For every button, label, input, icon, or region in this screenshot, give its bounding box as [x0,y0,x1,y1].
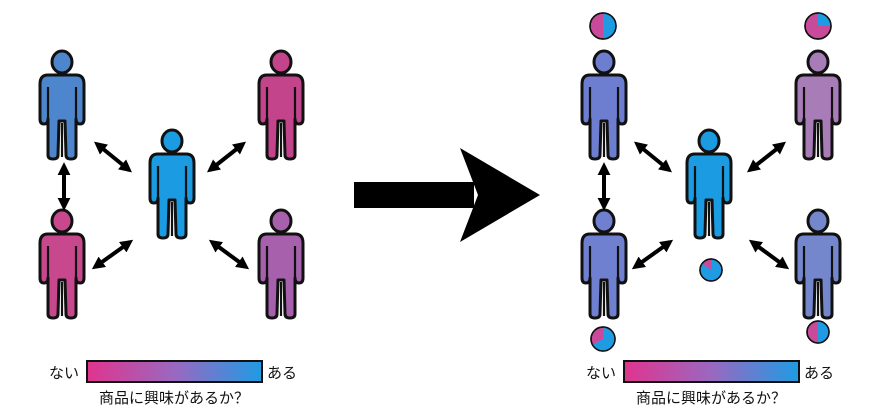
person-icon-after-top-right [794,49,842,161]
double-arrow-icon-before-bl [91,239,134,270]
person-icon-after-bottom-left [580,208,628,320]
pie-chart-icon-bottom-left [590,326,616,352]
pie-chart-icon-center [699,258,723,282]
right-arrow-icon [354,148,540,242]
interest-scale-bar-before [86,360,263,383]
person-icon-before-center [148,128,196,240]
scale-caption-before: 商品に興味があるか？ [98,389,250,407]
double-arrow-icon-after-br [748,239,790,270]
person-icon-before-bottom-right [257,208,305,320]
scale-high-label-before: ある [267,364,298,382]
pie-chart-icon-bottom-right [806,320,830,344]
pie-chart-icon-top-right [804,12,832,40]
person-icon-after-top-left [580,49,628,161]
interest-scale-bar-after [623,360,800,383]
scale-low-label-after: ない [586,364,617,382]
person-icon-before-bottom-left [38,208,86,320]
person-icon-after-bottom-right [794,208,842,320]
scale-high-label-after: ある [804,364,835,382]
double-arrow-icon-after-bl [631,239,674,270]
double-arrow-icon-after-tl [634,141,672,173]
scale-caption-after: 商品に興味があるか？ [635,389,787,407]
double-arrow-icon-before-tl [94,141,132,173]
person-icon-after-center [685,128,733,240]
double-arrow-icon-after-tr [746,141,787,173]
person-icon-before-top-left [38,49,86,161]
double-arrow-icon-before-br [208,239,250,270]
pie-chart-icon-top-left [589,12,617,40]
scale-low-label-before: ない [49,364,80,382]
person-icon-before-top-right [257,49,305,161]
double-arrow-icon-before-tr [206,141,247,173]
